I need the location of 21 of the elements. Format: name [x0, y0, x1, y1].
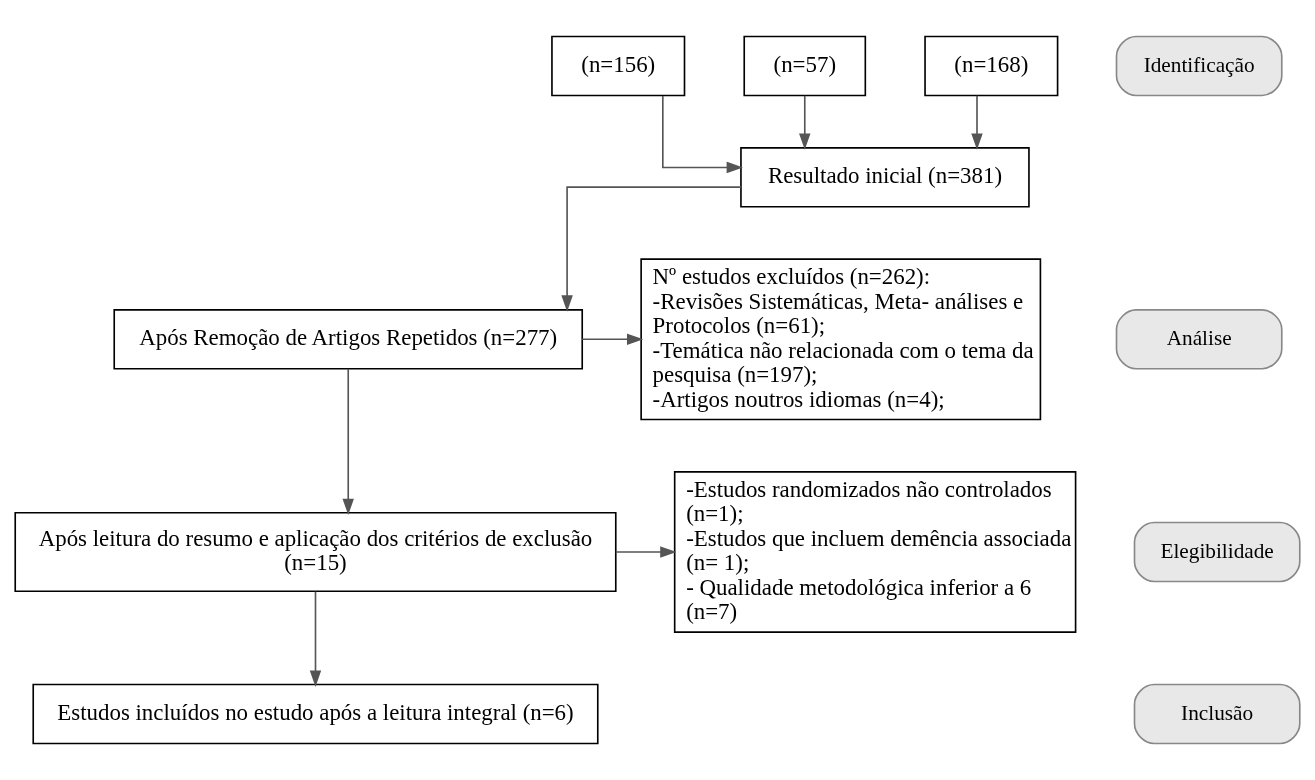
node-box: (n=168): [924, 35, 1059, 97]
arrow: [971, 95, 983, 150]
arrow: [581, 333, 644, 345]
node-box: Nº estudos excluídos (n=262): -Revisões Sistemáticas, Meta- análises e Protocolos (n=61); -Temática não relacionada com o tema da pesquisa (n=197); -Artigos noutros idiomas (n=4);: [640, 258, 1042, 421]
node-box: Elegibilidade: [1133, 521, 1301, 583]
node-box: Análise: [1115, 309, 1283, 370]
node-box: Após Remoção de Artigos Repetidos (n=277): [113, 309, 584, 370]
node-box: Resultado inicial (n=381): [740, 147, 1030, 208]
node-box: Estudos incluídos no estudo após a leitura integral (n=6): [32, 683, 599, 745]
arrow: [342, 368, 354, 516]
node-box: -Estudos randomizados não controlados (n=1); -Estudos que incluem demência associada (n= 1); - Qualidade metodológica inferior a 6 (n=7): [673, 471, 1077, 633]
node-box: (n=57): [743, 35, 867, 97]
node-box: (n=156): [551, 35, 686, 97]
node-box: Após leitura do resumo e aplicação dos critérios de exclusão (n=15): [14, 511, 617, 593]
node-box: Identificação: [1115, 35, 1283, 97]
arrow: [309, 590, 322, 687]
node-box: Inclusão: [1133, 683, 1301, 745]
arrow: [662, 95, 743, 174]
arrow: [614, 546, 677, 558]
arrow: [561, 186, 742, 312]
arrow: [799, 95, 811, 150]
